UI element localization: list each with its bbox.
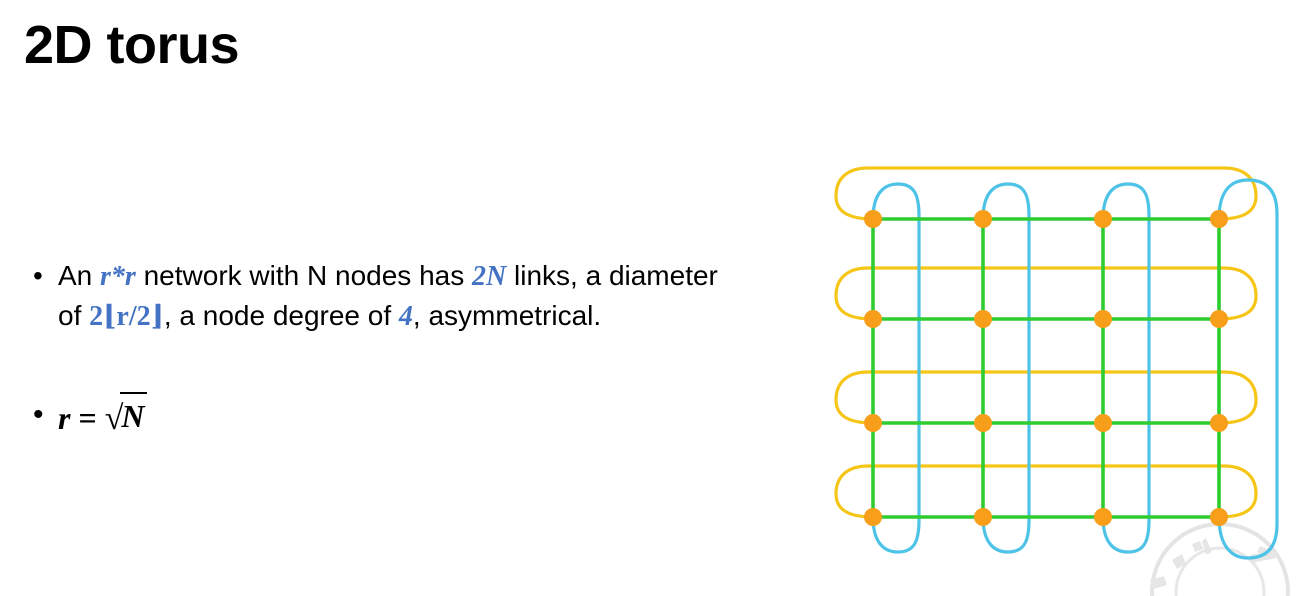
torus-node[interactable] [864,210,882,228]
formula-equals: = [78,400,97,436]
col-wrap-link-1 [871,182,921,554]
row-wrap-link-2 [834,266,1258,321]
torus-network-diagram [820,140,1296,596]
col-wrap-link-3 [1101,182,1151,554]
col-wrap-link-2 [981,182,1031,554]
formula-square-root: √N [104,392,148,441]
torus-node[interactable] [1210,310,1228,328]
bullet-text-plain-2: network with N nodes has [135,260,472,291]
torus-node[interactable] [1094,508,1112,526]
bullet-list: • An r*r network with N nodes has 2N link… [22,256,722,441]
highlight-degree-4: 4 [398,301,413,332]
torus-node[interactable] [864,310,882,328]
torus-node[interactable] [1210,508,1228,526]
torus-node[interactable] [974,310,992,328]
bullet-item-formula: • r = √N [22,392,722,441]
col-wrap-links-group [871,178,1279,560]
torus-node[interactable] [974,210,992,228]
grid-links-group [871,217,1221,519]
bullet-text-plain-5: , asymmetrical. [412,300,602,331]
row-wrap-link-1 [834,166,1258,221]
torus-node[interactable] [974,508,992,526]
bullet-marker: • [33,398,44,431]
formula-radicand-n: N [120,392,148,437]
row-wrap-link-3 [834,370,1258,425]
watermark-seal [1150,522,1290,596]
bullet-text-plain-4: , a node degree of [163,300,399,331]
bullet-marker: • [33,260,43,291]
formula-variable-r: r [58,400,71,436]
bullet-text-plain-3: links, a diameter of [58,260,718,331]
torus-node[interactable] [1210,210,1228,228]
torus-node[interactable] [1094,310,1112,328]
torus-node[interactable] [1094,414,1112,432]
highlight-r-times-r: r*r [100,261,136,292]
bullet-text-plain-1: An [58,260,101,291]
page-title: 2D torus [24,15,240,75]
nodes-group [864,210,1228,526]
torus-node[interactable] [864,414,882,432]
highlight-2n: 2N [472,261,507,292]
row-wrap-link-4 [834,464,1258,519]
col-wrap-link-4 [1217,178,1279,560]
torus-node[interactable] [1210,414,1228,432]
row-wrap-links-group [834,166,1258,519]
torus-node[interactable] [864,508,882,526]
torus-node[interactable] [1094,210,1112,228]
torus-node[interactable] [974,414,992,432]
radical-icon: √ [104,400,124,437]
bullet-item-description: • An r*r network with N nodes has 2N link… [22,256,722,336]
highlight-diameter-formula: 2⌊r/2⌋ [89,301,164,332]
